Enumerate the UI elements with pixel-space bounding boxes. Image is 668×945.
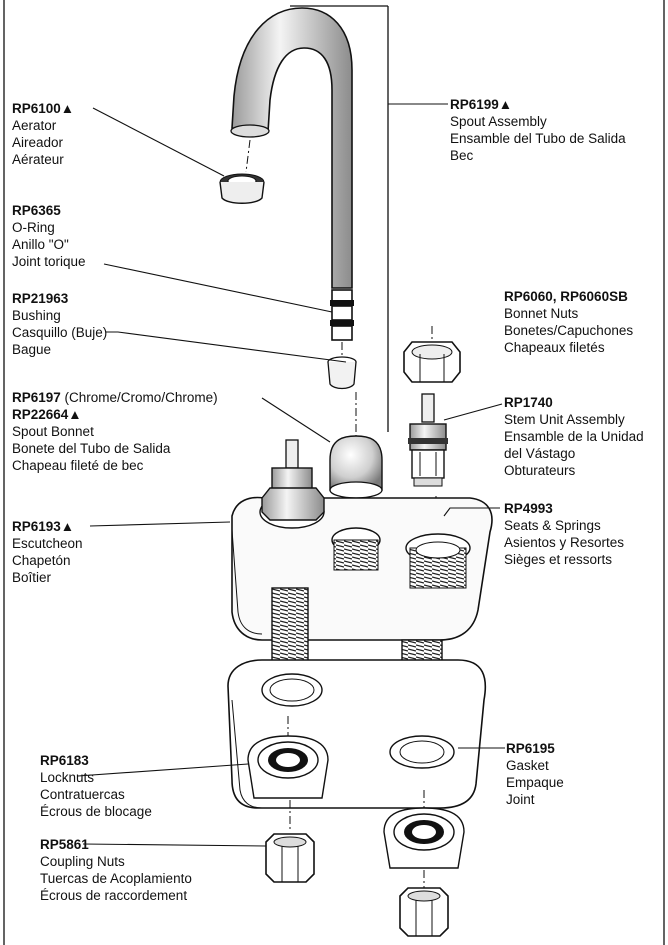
part-name-en: Bushing: [12, 308, 61, 323]
part-name-fr: Joint torique: [12, 254, 86, 269]
part-name-fr: Chapeaux filetés: [504, 340, 605, 355]
part-number: RP6365: [12, 203, 61, 218]
part-name-es: Aireador: [12, 135, 64, 150]
bushing-drawing: [327, 342, 357, 390]
part-number: RP6060, RP6060SB: [504, 289, 628, 304]
aerator-drawing: [219, 139, 265, 204]
part-name-es: Ensamble de la Unidad: [504, 429, 644, 444]
part-number-alt: RP22664: [12, 407, 69, 422]
part-number: RP6195: [506, 741, 555, 756]
locknut-right-drawing: [383, 790, 465, 869]
part-name-es: Bonetes/Capuchones: [504, 323, 634, 338]
part-name-fr: Joint: [506, 792, 535, 807]
label-bonnet-nuts: RP6060, RP6060SB Bonnet Nuts Bonetes/Cap…: [504, 288, 633, 356]
label-oring: RP6365 O-Ring Anillo "O" Joint torique: [12, 202, 86, 270]
part-name-fr: Écrous de blocage: [40, 804, 152, 819]
part-number: RP6193: [12, 519, 61, 534]
bonnet-nut-drawing: [403, 326, 461, 383]
warning-triangle-icon: ▲: [498, 97, 513, 112]
frame-lines: [3, 0, 665, 945]
part-name-es: Anillo "O": [12, 237, 69, 252]
label-locknuts: RP6183 Locknuts Contratuercas Écrous de …: [40, 752, 152, 820]
part-number: RP6199: [450, 97, 499, 112]
part-name-en: Bonnet Nuts: [504, 306, 579, 321]
label-spout-bonnet: RP6197 (Chrome/Cromo/Chrome) RP22664▲ Sp…: [12, 389, 218, 474]
spout-assembly-drawing: [230, 7, 354, 341]
part-number: RP6197: [12, 390, 61, 405]
part-name-es: Tuercas de Acoplamiento: [40, 871, 192, 886]
part-name-es: Bonete del Tubo de Salida: [12, 441, 171, 456]
part-number: RP5861: [40, 837, 89, 852]
stem-unit-drawing: [408, 393, 448, 487]
part-number: RP21963: [12, 291, 69, 306]
part-name-fr: Écrous de raccordement: [40, 888, 188, 903]
part-number: RP6183: [40, 753, 89, 768]
part-number: RP6100: [12, 101, 61, 116]
part-name-fr: Chapeau fileté de bec: [12, 458, 144, 473]
part-name-es: Casquillo (Buje): [12, 325, 108, 340]
part-name-es: Asientos y Resortes: [504, 535, 625, 550]
spout-bonnet-drawing: [329, 392, 383, 499]
warning-triangle-icon: ▲: [60, 101, 75, 116]
part-name-es-2: del Vástago: [504, 446, 576, 461]
part-name-fr: Bague: [12, 342, 52, 357]
coupling-nut-left-drawing: [265, 800, 315, 883]
part-name-en: Stem Unit Assembly: [504, 412, 625, 427]
part-name-en: Seats & Springs: [504, 518, 601, 533]
label-stem-unit: RP1740 Stem Unit Assembly Ensamble de la…: [504, 394, 644, 479]
part-name-es: Chapetón: [12, 553, 71, 568]
locknut-left-drawing: [247, 716, 329, 799]
part-name-en: Escutcheon: [12, 536, 83, 551]
part-name-fr: Sièges et ressorts: [504, 552, 613, 567]
label-escutcheon: RP6193▲ Escutcheon Chapetón Boîtier: [12, 518, 83, 586]
part-number: RP4993: [504, 501, 553, 516]
label-coupling-nuts: RP5861 Coupling Nuts Tuercas de Acoplami…: [40, 836, 192, 904]
part-name-en: Spout Assembly: [450, 114, 547, 129]
warning-triangle-icon: ▲: [60, 519, 75, 534]
coupling-nut-right-drawing: [399, 870, 449, 937]
label-gasket: RP6195 Gasket Empaque Joint: [506, 740, 564, 808]
part-name-fr: Boîtier: [12, 570, 52, 585]
part-name-es: Contratuercas: [40, 787, 125, 802]
part-name-fr: Obturateurs: [504, 463, 576, 478]
label-aerator: RP6100▲ Aerator Aireador Aérateur: [12, 100, 74, 168]
part-name-fr: Aérateur: [12, 152, 64, 167]
label-bushing: RP21963 Bushing Casquillo (Buje) Bague: [12, 290, 107, 358]
part-name-es: Empaque: [506, 775, 564, 790]
left-valve-drawing: [261, 439, 325, 521]
label-seats-springs: RP4993 Seats & Springs Asientos y Resort…: [504, 500, 624, 568]
leader-lines: [77, 103, 505, 847]
part-name-en: O-Ring: [12, 220, 55, 235]
warning-triangle-icon: ▲: [68, 407, 82, 422]
part-name-es: Ensamble del Tubo de Salida: [450, 131, 626, 146]
finish-note: (Chrome/Cromo/Chrome): [60, 390, 218, 405]
part-name-en: Gasket: [506, 758, 549, 773]
label-spout-assembly: RP6199▲ Spout Assembly Ensamble del Tubo…: [450, 96, 626, 164]
part-name-en: Spout Bonnet: [12, 424, 94, 439]
part-number: RP1740: [504, 395, 553, 410]
part-name-en: Coupling Nuts: [40, 854, 125, 869]
part-name-fr: Bec: [450, 148, 474, 163]
part-name-en: Aerator: [12, 118, 57, 133]
part-name-en: Locknuts: [40, 770, 95, 785]
